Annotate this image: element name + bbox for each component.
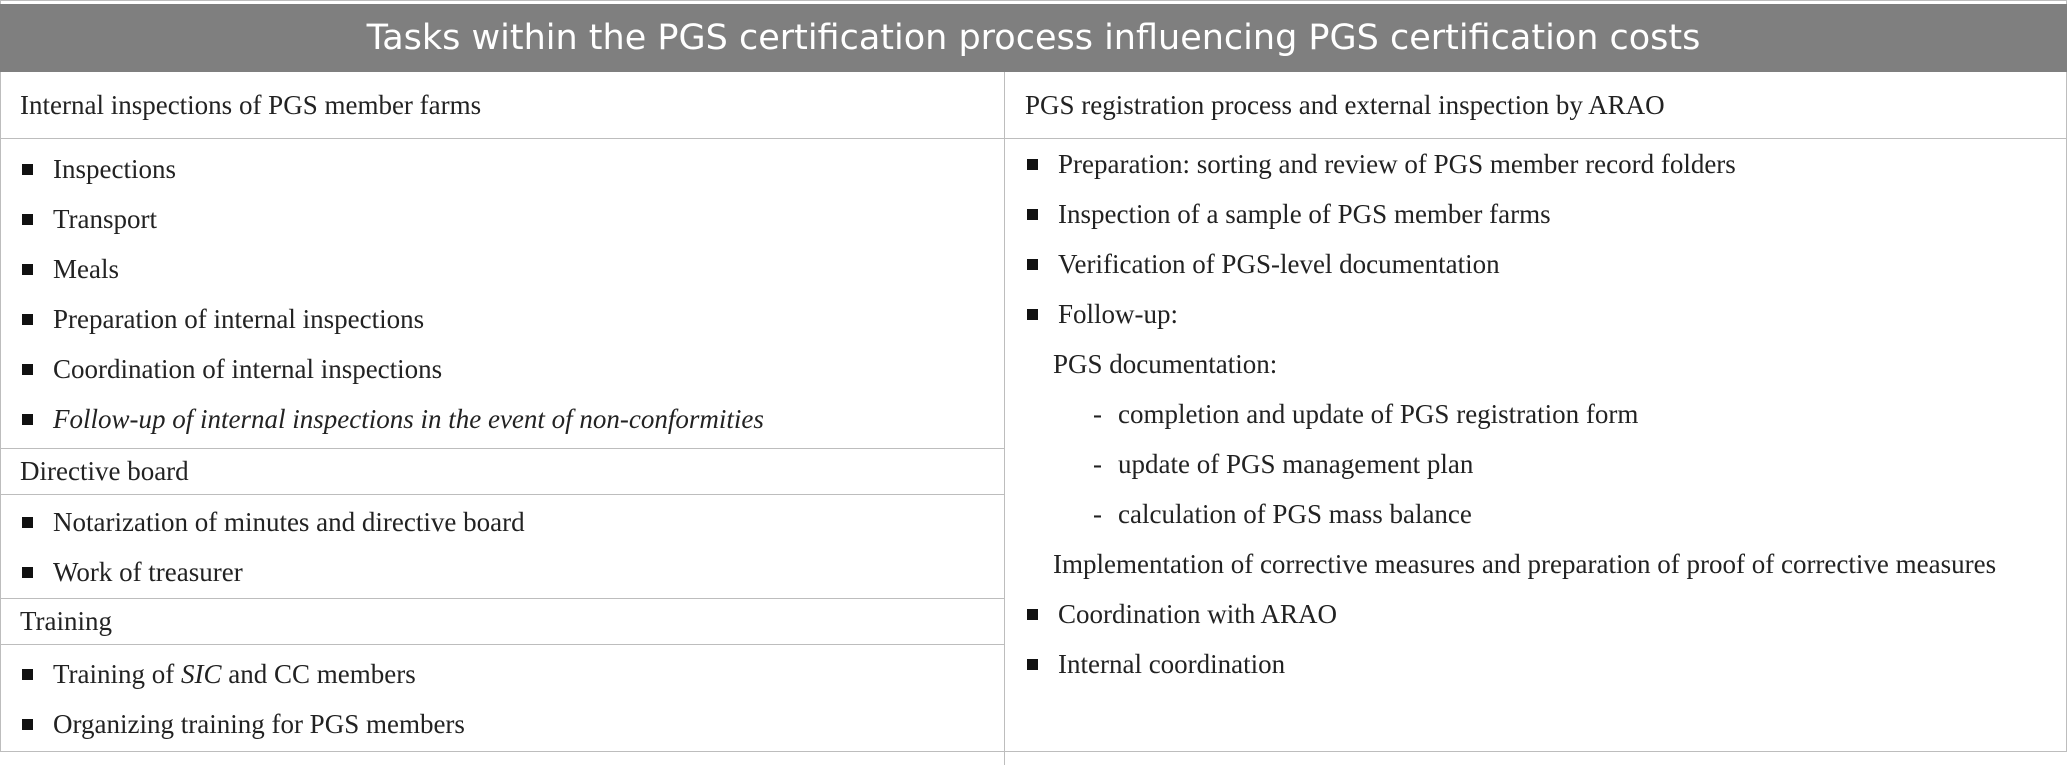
doc-heading: PGS documentation: — [1053, 348, 1278, 379]
right-column: PGS registration process and external in… — [1005, 72, 2067, 765]
directive-board-heading: Directive board — [0, 449, 1004, 495]
square-bullet-icon — [1027, 658, 1038, 670]
square-bullet-icon — [1027, 258, 1038, 270]
square-bullet-icon — [22, 163, 33, 175]
square-bullet-icon — [22, 213, 33, 225]
table-title: Tasks within the PGS certification proce… — [0, 4, 2067, 72]
square-bullet-icon — [22, 566, 33, 578]
square-bullet-icon — [22, 313, 33, 325]
list-item: Meals — [0, 244, 1004, 294]
square-bullet-icon — [1027, 208, 1038, 220]
list-item: Organizing training for PGS members — [0, 699, 1004, 749]
training-heading: Training — [0, 599, 1004, 645]
list-item: Coordination of internal inspections — [0, 344, 1004, 394]
list-item: -calculation of PGS mass balance — [1093, 498, 1472, 529]
square-bullet-icon — [22, 363, 33, 375]
directive-board-section: Notarization of minutes and directive bo… — [0, 495, 1004, 599]
left-column: Internal inspections of PGS member farms… — [0, 72, 1005, 765]
list-item: Verification of PGS-level documentation — [1005, 239, 2067, 289]
list-item: Coordination with ARAO — [1005, 589, 2067, 639]
list-item: Preparation of internal inspections — [0, 294, 1004, 344]
registration-list: Preparation: sorting and review of PGS m… — [1005, 139, 2067, 689]
list-item: Notarization of minutes and directive bo… — [0, 497, 1004, 547]
square-bullet-icon — [22, 516, 33, 528]
list-item: Inspection of a sample of PGS member far… — [1005, 189, 2067, 239]
training-list: Training of SIC and CC members Organizin… — [0, 649, 1004, 749]
square-bullet-icon — [22, 413, 33, 425]
training-section: Training of SIC and CC members Organizin… — [0, 645, 1004, 749]
corrective-measures-text: Implementation of corrective measures an… — [1053, 548, 1997, 579]
internal-inspections-section: Inspections Transport Meals Preparation … — [0, 139, 1004, 449]
square-bullet-icon — [1027, 308, 1038, 320]
list-item: Internal coordination — [1005, 639, 2067, 689]
square-bullet-icon — [22, 263, 33, 275]
square-bullet-icon — [1027, 158, 1038, 170]
right-column-header: PGS registration process and external in… — [1005, 72, 2067, 139]
square-bullet-icon — [22, 718, 33, 730]
left-column-header: Internal inspections of PGS member farms — [0, 72, 1004, 139]
list-item: Preparation: sorting and review of PGS m… — [1005, 139, 2067, 189]
directive-board-list: Notarization of minutes and directive bo… — [0, 497, 1004, 597]
list-item: Work of treasurer — [0, 547, 1004, 597]
list-item: Training of SIC and CC members — [0, 649, 1004, 699]
list-item: Inspections — [0, 144, 1004, 194]
list-item: -update of PGS management plan — [1093, 448, 1474, 479]
list-item: Follow-up of internal inspections in the… — [0, 394, 1004, 444]
square-bullet-icon — [22, 668, 33, 680]
list-item: Follow-up: — [1005, 289, 2067, 339]
list-item: Transport — [0, 194, 1004, 244]
list-item: -completion and update of PGS registrati… — [1093, 398, 1639, 429]
internal-inspections-list: Inspections Transport Meals Preparation … — [0, 144, 1004, 444]
square-bullet-icon — [1027, 608, 1038, 620]
